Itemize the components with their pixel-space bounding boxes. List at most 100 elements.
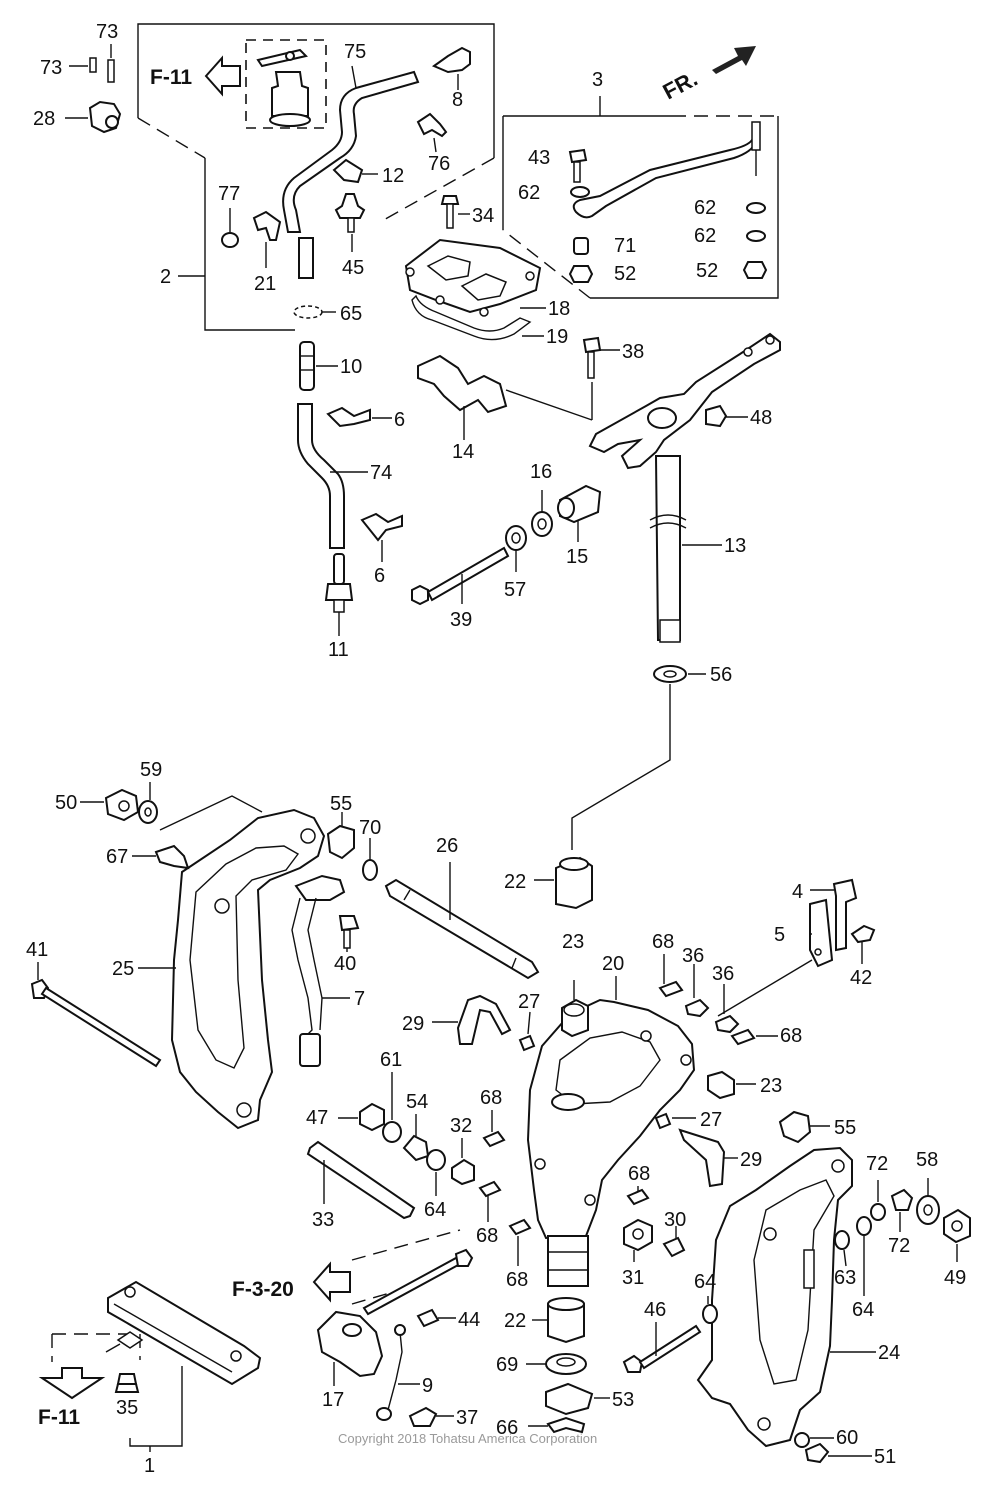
part-73-pins [69, 44, 115, 83]
callout-23: 23 [760, 1075, 782, 1097]
callout-73: 73 [96, 21, 118, 43]
part-77-screw [221, 208, 239, 248]
part-36-nuts [684, 964, 740, 1034]
inset-grommet [271, 71, 309, 117]
part-25-clamp-bracket [159, 795, 326, 1130]
part-42-screw [850, 924, 876, 944]
callout-68: 68 [652, 931, 674, 953]
part-35-bolt [114, 1373, 140, 1393]
box3-right [590, 116, 779, 299]
callout-70: 70 [359, 817, 381, 839]
part-17-bracket [316, 1310, 384, 1386]
callout-33: 33 [312, 1209, 334, 1231]
callout-44: 44 [458, 1309, 480, 1331]
part-3-cable [572, 121, 761, 219]
part-11-fitting [324, 553, 354, 636]
callout-40: 40 [334, 953, 356, 975]
f11-bottom-reference: F-11 [38, 1331, 144, 1429]
part-26-shaft [384, 862, 540, 980]
callout-29: 29 [402, 1013, 424, 1035]
callout-64: 64 [694, 1271, 716, 1293]
part-8-fitting [431, 46, 471, 90]
box-top-dash [137, 117, 206, 159]
callout-27: 27 [518, 991, 540, 1013]
part-68-screws [478, 980, 756, 1236]
part-46-bolt [622, 1322, 702, 1373]
arrow-left-icon [204, 55, 241, 97]
inset-grommet-base [269, 113, 311, 127]
part-23-bushings [561, 980, 756, 1100]
callout-31: 31 [622, 1267, 644, 1289]
callout-49: 49 [944, 1267, 966, 1289]
part-13-steering-arm [588, 332, 781, 643]
part-41-bolt [30, 978, 162, 1068]
part-19-gasket [411, 294, 532, 341]
part-18-cover [404, 238, 542, 317]
part-59-washer [138, 800, 158, 824]
part-75-hose [282, 65, 420, 279]
callout-13: 13 [724, 535, 746, 557]
callout-7: 7 [354, 988, 365, 1010]
callout-19: 19 [546, 326, 568, 348]
part-66-clip [528, 1416, 586, 1434]
callout-67: 67 [106, 846, 128, 868]
part-16-washer [531, 490, 553, 537]
part-63-64-washers [702, 1216, 872, 1324]
callout-6: 6 [374, 565, 385, 587]
part-24-clamp-bracket [696, 1146, 876, 1448]
callout-8: 8 [452, 89, 463, 111]
callout-73: 73 [40, 57, 62, 79]
part-53-plate [545, 1382, 610, 1416]
callout-48: 48 [750, 407, 772, 429]
part-20-swivel-bracket [526, 976, 696, 1287]
callout-2: 2 [160, 266, 171, 288]
callout-10: 10 [340, 356, 362, 378]
part-39-stud [411, 546, 510, 606]
callout-24: 24 [878, 1342, 900, 1364]
callout-46: 46 [644, 1299, 666, 1321]
part-30-31-hardware [623, 1218, 686, 1262]
part-6-clamps [326, 406, 403, 542]
part-7-wire [291, 874, 350, 1067]
callout-75: 75 [344, 41, 366, 63]
callout-14: 14 [452, 441, 474, 463]
part-9-wire [376, 1324, 420, 1421]
callout-53: 53 [612, 1389, 634, 1411]
part-57-washer [505, 525, 527, 572]
callout-1: 1 [144, 1455, 155, 1477]
front-arrow-icon [712, 46, 756, 74]
callout-52: 52 [696, 260, 718, 282]
ref-f11-bottom: F-11 [38, 1406, 80, 1429]
callout-77: 77 [218, 183, 240, 205]
part-71-spacer [573, 237, 589, 255]
callout-72: 72 [888, 1235, 910, 1257]
callout-66: 66 [496, 1417, 518, 1439]
callout-76: 76 [428, 153, 450, 175]
part-50-nut [104, 788, 140, 822]
callout-52: 52 [614, 263, 636, 285]
part-74-hose [297, 403, 345, 549]
part-55-washer-a [326, 812, 355, 860]
callout-62: 62 [518, 182, 540, 204]
callout-45: 45 [342, 257, 364, 279]
box3-bottom-dash [502, 229, 591, 299]
part-38-bolt [582, 336, 602, 379]
callout-57: 57 [504, 579, 526, 601]
callout-63: 63 [834, 1267, 856, 1289]
front-direction-indicator: FR. [659, 46, 756, 104]
part-29-levers [432, 994, 738, 1188]
part-47-61-54-64-32-hardware [338, 1098, 475, 1196]
callout-29: 29 [740, 1149, 762, 1171]
part-67-clip [154, 844, 190, 870]
callout-22: 22 [504, 871, 526, 893]
callout-28: 28 [33, 108, 55, 130]
ref-f11-top: F-11 [150, 66, 192, 89]
part-33-pin [306, 1140, 416, 1220]
callout-60: 60 [836, 1427, 858, 1449]
part-22-bushing-top [534, 856, 593, 910]
part-15-bushing [557, 484, 602, 542]
part-55-washer-b [778, 1110, 830, 1144]
callout-62: 62 [694, 197, 716, 219]
part-21-clamp [252, 210, 282, 268]
